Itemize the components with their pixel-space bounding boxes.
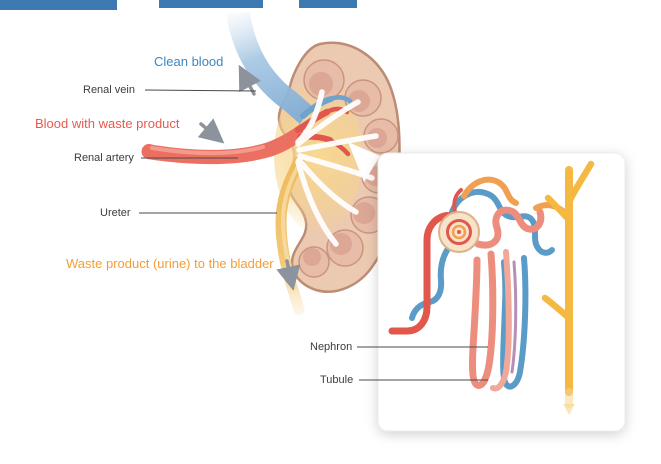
top-decoration-bars bbox=[0, 0, 357, 10]
top-decoration-bar bbox=[159, 0, 263, 8]
label-clean-blood: Clean blood bbox=[154, 54, 224, 69]
flow-arrow-ureter bbox=[276, 259, 301, 291]
flow-arrows bbox=[197, 64, 301, 291]
nephron-inset-panel bbox=[348, 142, 626, 432]
label-tubule: Tubule bbox=[320, 374, 354, 386]
flow-arrow-vein bbox=[238, 64, 261, 96]
glomerulus bbox=[438, 211, 480, 253]
pointer-line-renal-vein bbox=[144, 89, 257, 92]
inset-callout-arrow bbox=[348, 142, 380, 182]
label-blood-with-waste-product: Blood with waste product bbox=[35, 116, 180, 131]
top-decoration-bar bbox=[0, 0, 117, 10]
label-renal-artery: Renal artery bbox=[74, 152, 134, 164]
nephron-illustration bbox=[388, 160, 595, 415]
collecting-duct-outflow bbox=[563, 404, 575, 415]
renal-vein-vessel bbox=[226, 12, 312, 124]
pointer-lines bbox=[139, 89, 488, 381]
label-ureter: Ureter bbox=[100, 207, 131, 219]
top-decoration-bar bbox=[299, 0, 357, 8]
renal-calyces bbox=[295, 89, 379, 247]
label-waste-product-urine: Waste product (urine) to the bladder bbox=[66, 256, 274, 271]
flow-arrow-artery bbox=[197, 118, 225, 144]
label-nephron: Nephron bbox=[310, 341, 353, 353]
nephron-vasa-recta bbox=[510, 260, 518, 374]
nephron-tubule-loop bbox=[469, 206, 545, 392]
label-renal-vein: Renal vein bbox=[83, 84, 135, 96]
collecting-duct bbox=[541, 160, 595, 408]
renal-artery-vessel bbox=[141, 124, 306, 165]
